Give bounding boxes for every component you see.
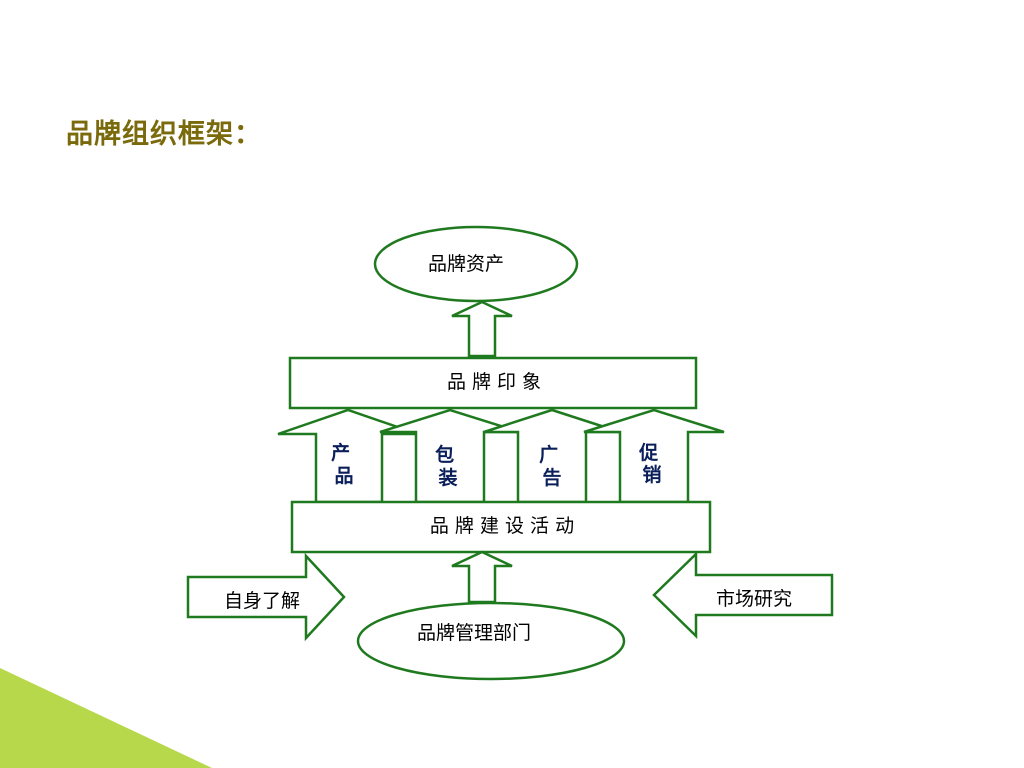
brand-building-box <box>290 500 712 554</box>
brand-building-label: 品 牌 建 设 活 动 <box>430 515 574 537</box>
activity-label-promotion-char1: 促 <box>638 441 658 464</box>
activity-label-packaging-char2: 装 <box>437 466 457 489</box>
self-understanding-arrow <box>186 552 346 642</box>
activity-label-promotion: 促 销 <box>638 441 665 486</box>
slide-title: 品牌组织框架： <box>66 119 262 150</box>
up-arrow-to-building <box>451 550 513 604</box>
activity-label-product: 产 品 <box>331 441 357 487</box>
activity-arrow-packaging <box>379 408 521 504</box>
activity-label-product-char2: 品 <box>334 465 353 487</box>
brand-management-label: 品牌管理部门 <box>417 622 531 644</box>
activity-label-packaging: 包 装 <box>435 443 461 489</box>
self-understanding-label: 自身了解 <box>224 590 300 612</box>
brand-image-box <box>288 356 698 410</box>
activity-label-advertising: 广 告 <box>539 443 565 489</box>
brand-assets-ellipse <box>373 225 579 303</box>
brand-assets-label: 品牌资产 <box>428 253 504 275</box>
brand-management-ellipse <box>356 601 626 681</box>
corner-accent-triangle <box>0 668 212 768</box>
market-research-arrow <box>652 551 834 639</box>
activity-label-advertising-char1: 广 <box>539 443 558 466</box>
up-arrow-to-assets <box>451 300 513 358</box>
activity-label-product-char1: 产 <box>331 441 350 464</box>
activity-label-packaging-char1: 包 <box>435 443 454 466</box>
activity-label-advertising-char2: 告 <box>542 466 561 489</box>
activity-arrow-promotion <box>583 408 725 504</box>
market-research-label: 市场研究 <box>716 588 792 610</box>
activity-label-promotion-char2: 销 <box>642 463 661 486</box>
brand-image-label: 品 牌 印 象 <box>447 371 541 393</box>
